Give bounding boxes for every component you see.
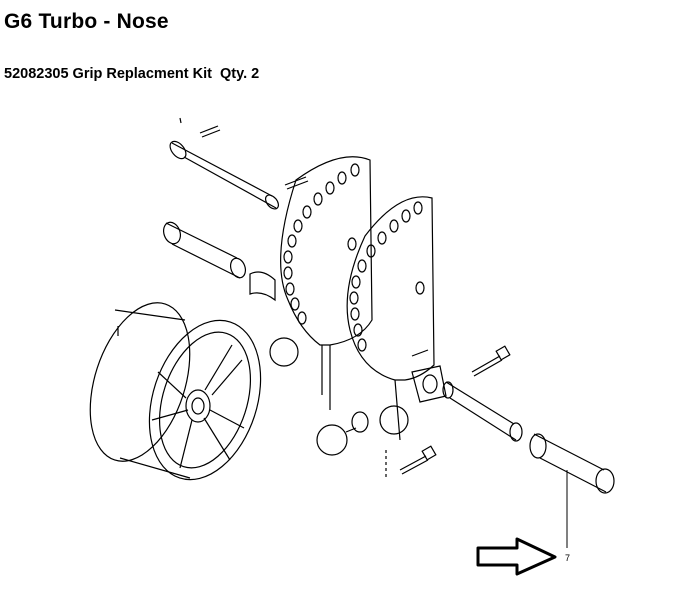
side-plate-rear-part: [280, 156, 373, 410]
page-title: G6 Turbo - Nose: [4, 10, 169, 33]
kit-description: 52082305 Grip Replacment Kit Qty. 2: [4, 66, 260, 82]
roller-part: [162, 221, 276, 302]
callout-number: 7: [565, 553, 571, 563]
reel-wheel-part: [89, 302, 262, 481]
knob-parts: [269, 337, 409, 456]
side-plate-front-part: [346, 196, 447, 441]
bolt-parts: [385, 345, 511, 478]
right-arrow-outline-icon: [476, 537, 557, 576]
spacer-tube-part: [442, 381, 523, 442]
grip-sleeve-part: [529, 433, 615, 548]
axle-tube-part: [169, 140, 309, 210]
pin-part: [179, 117, 221, 138]
